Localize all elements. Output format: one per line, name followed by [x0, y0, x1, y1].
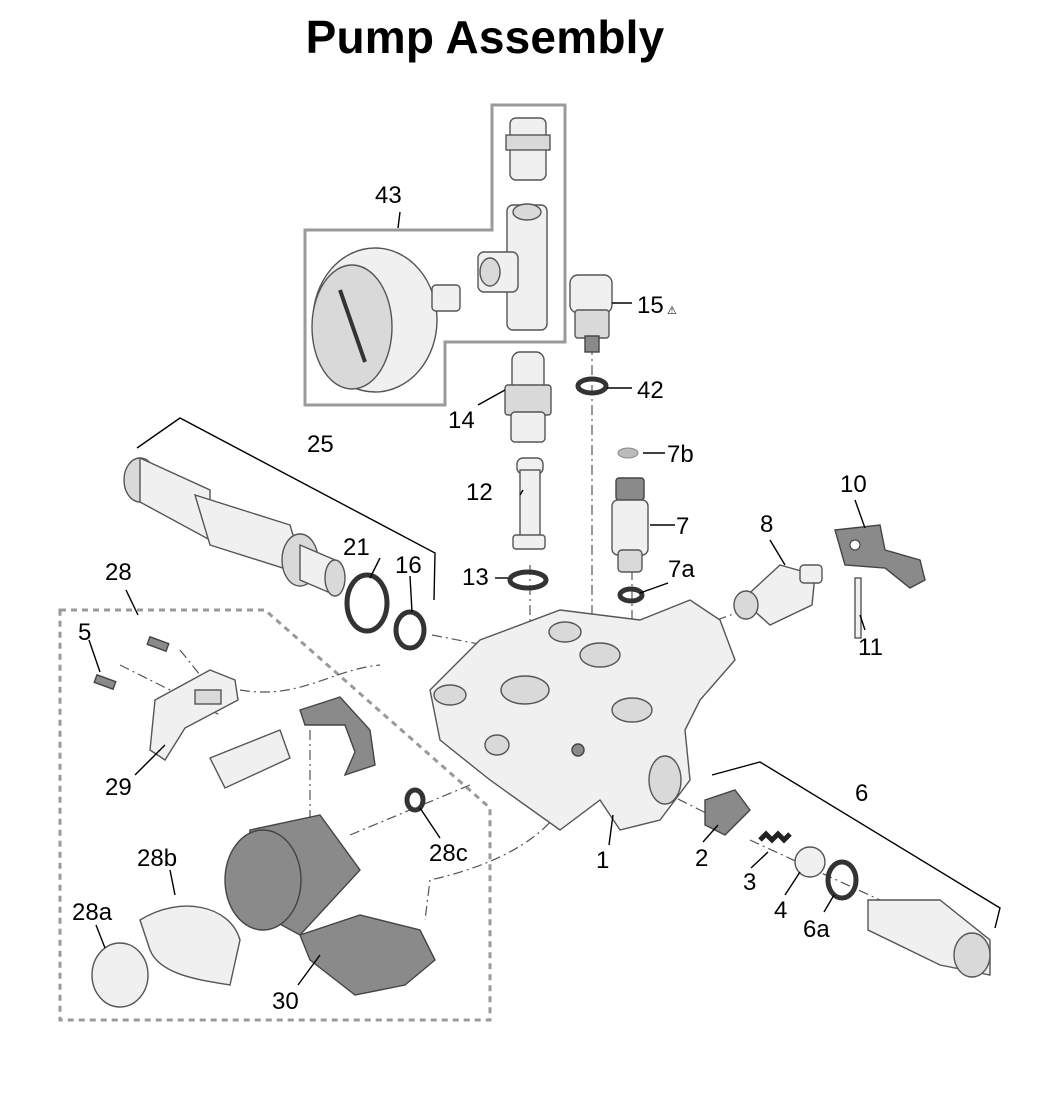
gauge-kit-box [303, 103, 567, 407]
bolt-5-parts [93, 635, 170, 691]
label-7a: 7a [668, 556, 695, 583]
tee-fitting-part [477, 203, 548, 331]
o-ring-28c [404, 787, 426, 813]
label-42: 42 [637, 377, 664, 404]
warning-icon: ⚠ [667, 304, 677, 317]
lever-10-part [834, 524, 926, 589]
label-13: 13 [462, 564, 489, 591]
bracket-29-part [149, 669, 239, 761]
plug-6-part [867, 899, 991, 978]
label-5: 5 [78, 619, 91, 646]
valve-7-part [611, 447, 649, 573]
o-ring-13 [507, 569, 549, 591]
label-4: 4 [774, 897, 787, 924]
label-11: 11 [858, 634, 883, 661]
o-ring-7a [617, 586, 645, 604]
label-21: 21 [343, 534, 370, 561]
switch-part [209, 729, 291, 789]
nipple-fitting-part [505, 117, 551, 181]
page-title: Pump Assembly [305, 11, 665, 63]
o-ring-42 [575, 376, 609, 396]
label-8: 8 [760, 511, 773, 538]
label-25: 25 [307, 431, 334, 458]
cap-15-part [569, 274, 613, 353]
label-1: 1 [596, 847, 609, 874]
valve-8-part [733, 564, 823, 626]
label-2: 2 [695, 845, 708, 872]
label-6: 6 [855, 780, 868, 807]
pressure-gauge-part [311, 247, 461, 393]
piston-25-part [123, 456, 346, 597]
label-7b: 7b [667, 441, 694, 468]
label-7: 7 [676, 513, 689, 540]
label-28a: 28a [72, 899, 113, 926]
label-10: 10 [840, 471, 867, 498]
clip-part [299, 696, 376, 777]
label-28: 28 [105, 559, 132, 586]
label-15: 15 [637, 292, 664, 319]
label-29: 29 [105, 774, 132, 801]
label-28b: 28b [137, 845, 177, 872]
sleeve-28b-part [139, 905, 241, 986]
label-14: 14 [448, 407, 475, 434]
label-16: 16 [395, 552, 422, 579]
label-43: 43 [375, 182, 402, 209]
ball-4-part [794, 846, 826, 878]
disc-28a-part [91, 942, 149, 1008]
spring-3-part [758, 830, 792, 844]
housing-30-part [299, 914, 436, 996]
label-3: 3 [743, 869, 756, 896]
o-ring-6a [825, 859, 859, 901]
unloader-kit-box [58, 608, 492, 1022]
seat-2-part [704, 789, 751, 836]
manifold-part [429, 599, 736, 831]
motor-part [224, 814, 361, 936]
label-28c: 28c [429, 840, 468, 867]
pin-11-part [854, 577, 862, 639]
o-ring-21 [344, 572, 390, 634]
label-12: 12 [466, 479, 493, 506]
label-30: 30 [272, 988, 299, 1015]
fitting-14-part [504, 351, 552, 443]
label-6a: 6a [803, 916, 830, 943]
leader-lines [88, 211, 1001, 986]
seal-16 [393, 609, 427, 651]
tube-12-part [512, 457, 546, 550]
